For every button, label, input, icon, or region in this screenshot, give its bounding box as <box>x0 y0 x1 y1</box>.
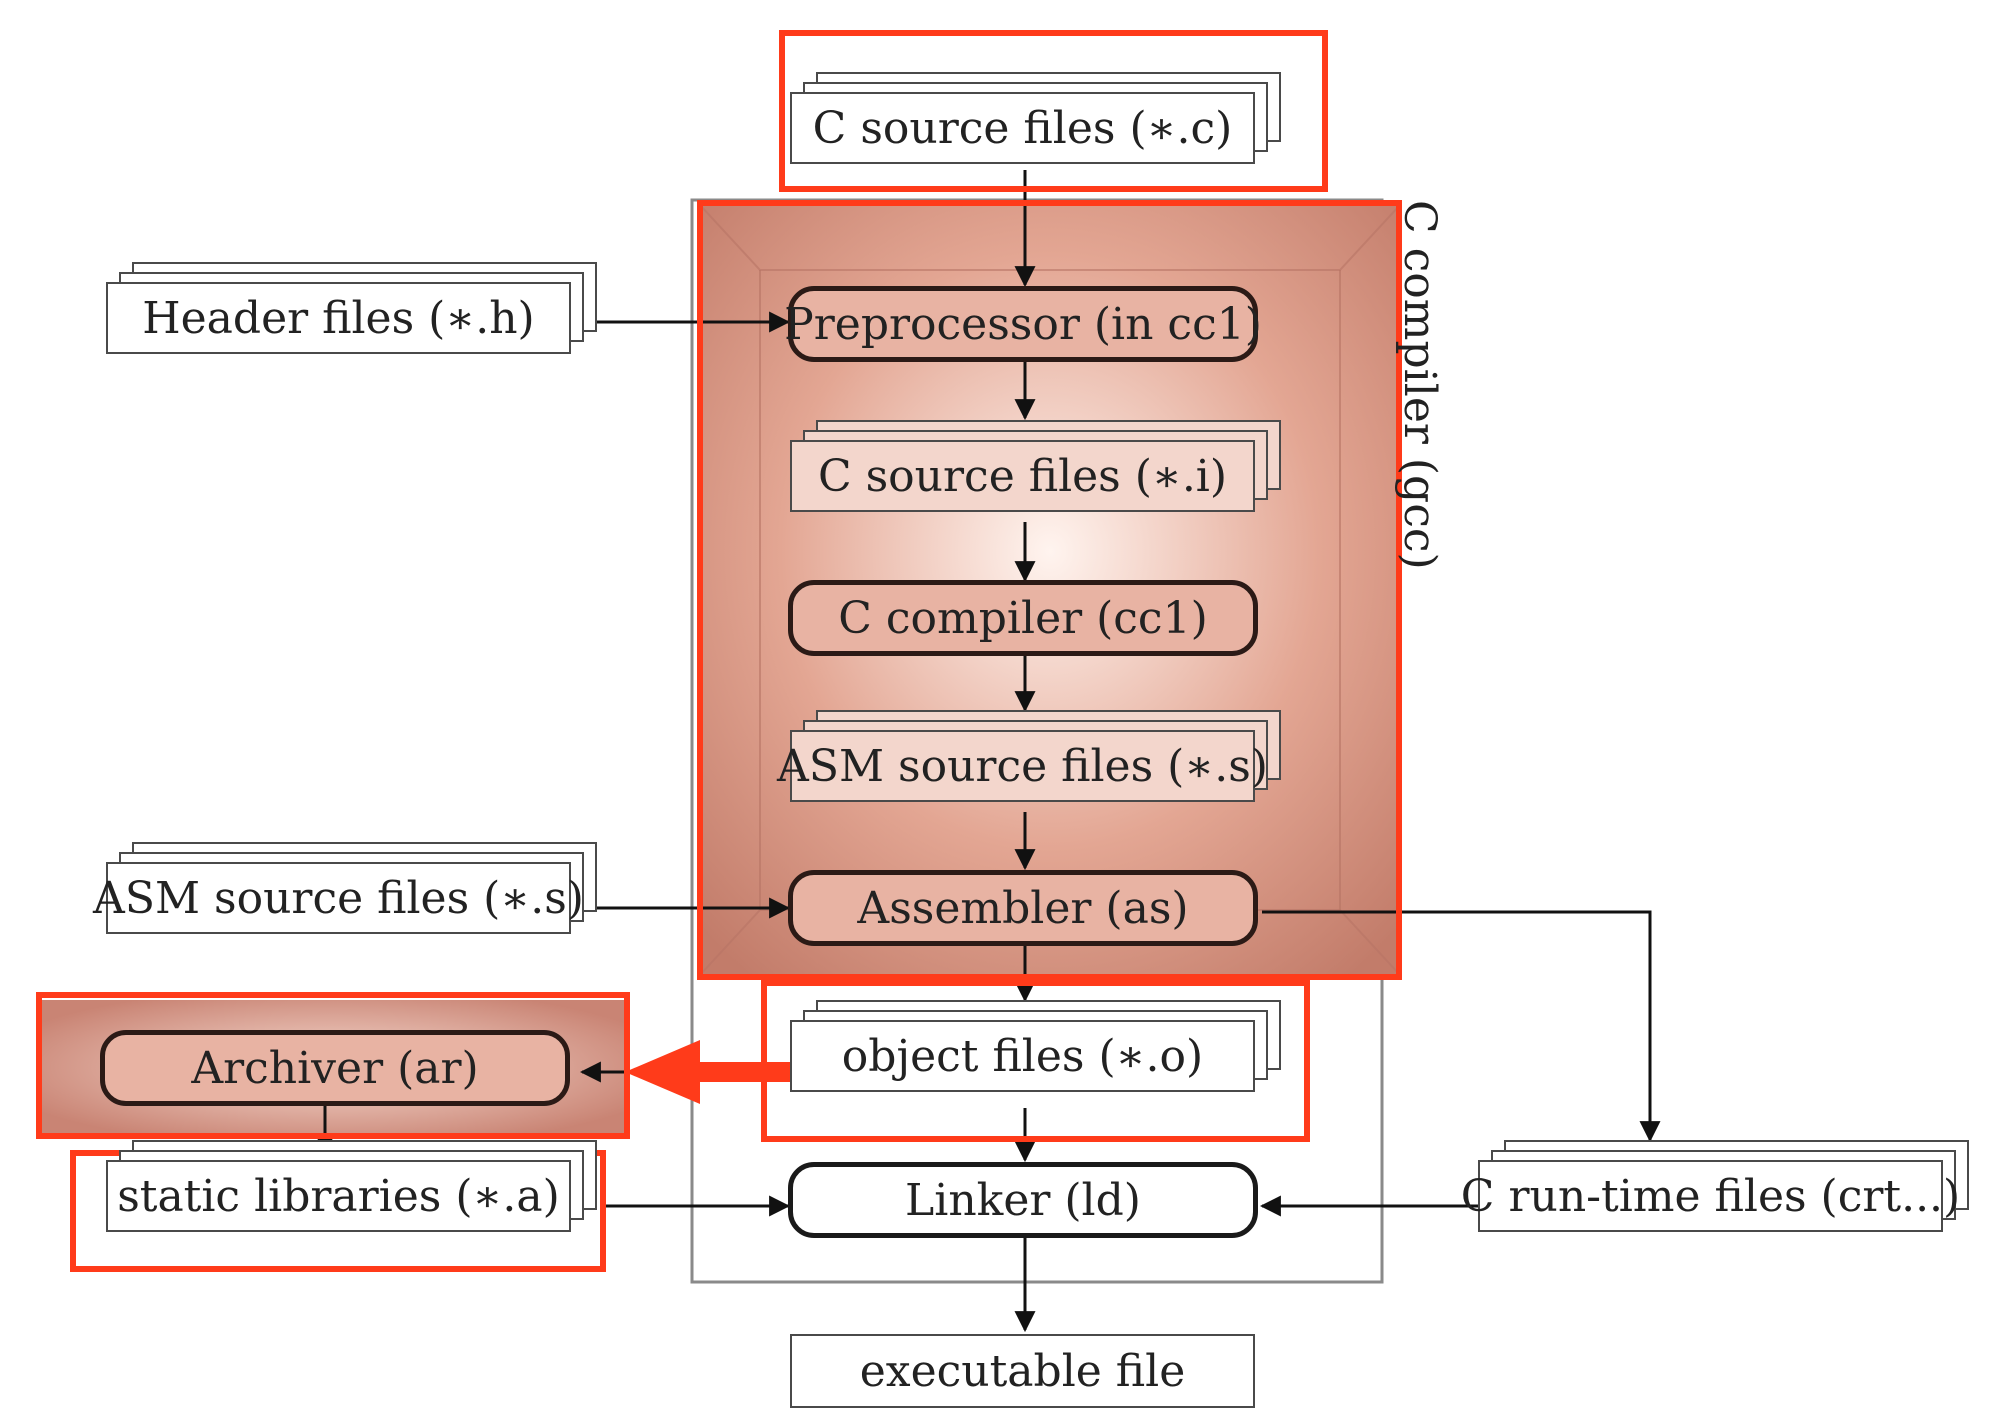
object-files-label: object files (∗.o) <box>790 1020 1255 1092</box>
c-source-i-stack: C source files (∗.i) <box>790 420 1290 522</box>
c-source-files-stack: C source files (∗.c) <box>790 72 1290 174</box>
asm-source-inner-label: ASM source files (∗.s) <box>777 730 1268 802</box>
highlight-frame-archiver <box>36 992 630 1139</box>
highlight-frame-object <box>761 980 1310 1142</box>
archiver-box: Archiver (ar) <box>100 1030 570 1106</box>
header-files-stack: Header files (∗.h) <box>106 262 606 364</box>
executable-file-box: executable file <box>790 1334 1255 1408</box>
static-libraries-stack: static libraries (∗.a) <box>106 1140 606 1242</box>
object-files-stack: object files (∗.o) <box>790 1000 1290 1102</box>
c-source-i-label: C source files (∗.i) <box>790 440 1255 512</box>
highlight-frame-c-source <box>779 30 1328 192</box>
c-source-files-label: C source files (∗.c) <box>790 92 1255 164</box>
linker-box: Linker (ld) <box>788 1162 1258 1238</box>
crt-files-stack: C run-time files (crt...) <box>1461 1140 1978 1242</box>
asm-source-outer-stack: ASM source files (∗.s) <box>93 842 606 944</box>
c-compiler-box: C compiler (cc1) <box>788 580 1258 656</box>
highlight-frame-compiler <box>697 200 1402 980</box>
preprocessor-box: Preprocessor (in cc1) <box>784 286 1262 362</box>
asm-source-outer-label: ASM source files (∗.s) <box>93 862 584 934</box>
header-files-label: Header files (∗.h) <box>106 282 571 354</box>
gcc-label: C compiler (gcc) <box>1394 200 1445 570</box>
assembler-box: Assembler (as) <box>788 870 1258 946</box>
highlight-arrow <box>625 1040 805 1104</box>
crt-files-label: C run-time files (crt...) <box>1461 1160 1960 1232</box>
asm-source-inner-stack: ASM source files (∗.s) <box>777 710 1290 812</box>
static-libraries-label: static libraries (∗.a) <box>106 1160 571 1232</box>
